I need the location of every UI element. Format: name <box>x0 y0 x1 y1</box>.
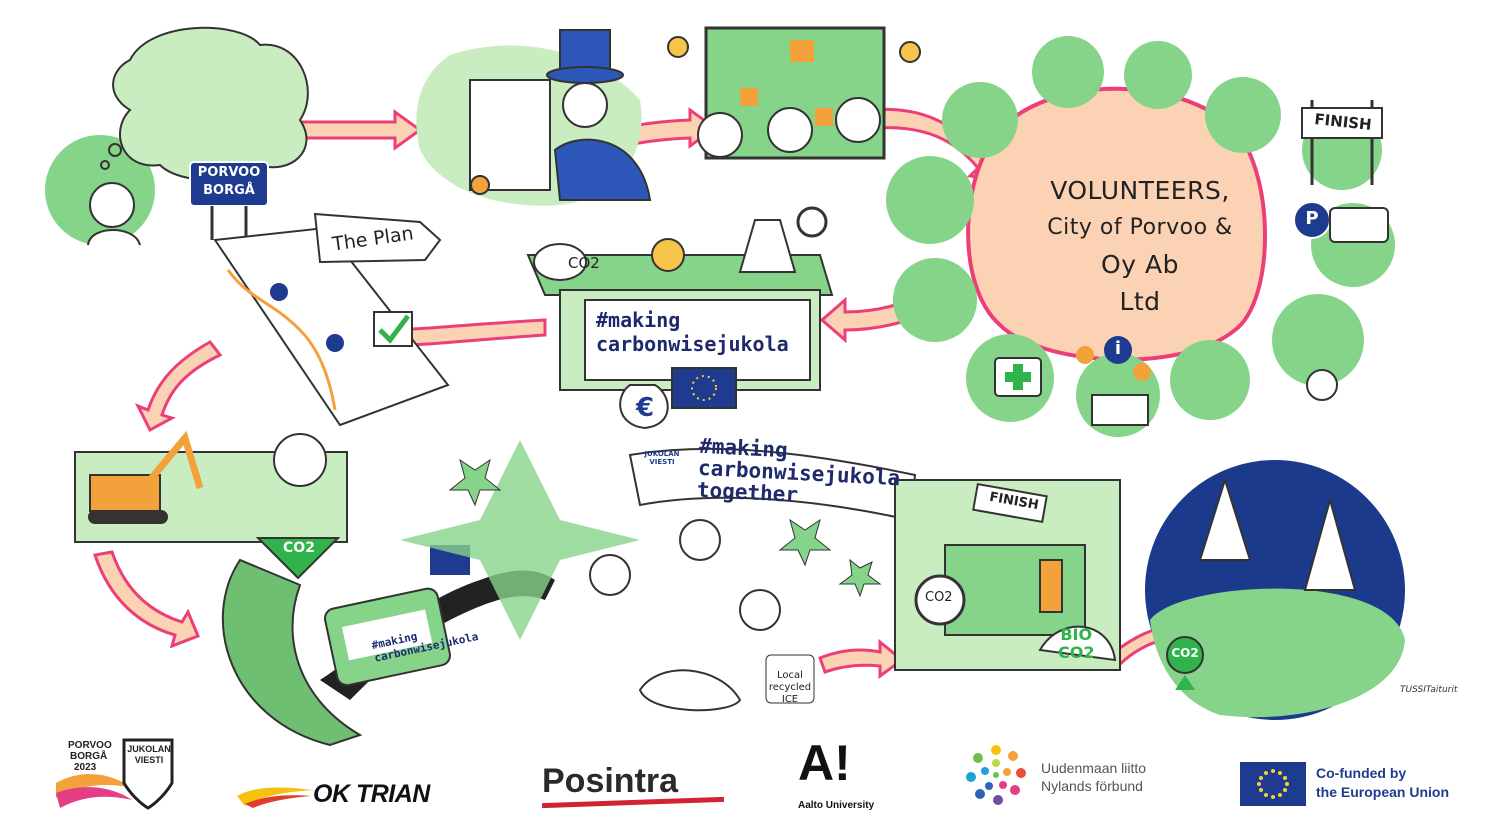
volunteers-line4: Ltd <box>1119 287 1161 316</box>
info-symbol: i <box>1114 338 1122 359</box>
volunteers-line3: Oy Ab <box>1101 250 1179 279</box>
uudenmaan-logo: Uudenmaan liitto Nylands förbund <box>965 742 1170 812</box>
porvoo-sign: PORVOO BORGÅ <box>190 164 268 200</box>
uudenmaan-rosette <box>966 745 1026 805</box>
porvoo-logo-badge1: JUKOLAN <box>127 744 171 754</box>
bio-label: BIO <box>1060 625 1093 644</box>
eu-line1: Co-funded by <box>1316 765 1407 781</box>
bio-co2-label: BIO CO2 <box>1058 626 1094 662</box>
porvoo-logo-year: 2023 <box>74 762 97 773</box>
ice-label-line1: Local <box>777 670 803 681</box>
euro-symbol: € <box>636 393 655 423</box>
porvoo-logo-line2: BORGÅ <box>70 751 108 762</box>
co2-label-stage: CO2 <box>568 254 600 272</box>
waste-sorting-scene <box>894 479 1121 671</box>
uudenmaan-line2: Nylands förbund <box>1041 778 1143 794</box>
co2-label-forest: CO2 <box>1171 646 1199 660</box>
porvoo-sign-line2: BORGÅ <box>203 183 255 198</box>
co2-label-construction: CO2 <box>283 540 315 556</box>
campaign-box-text: #making carbonwisejukola <box>596 308 789 356</box>
porvoo-sign-line1: PORVOO <box>197 165 261 180</box>
porvoo-jukola-logo: PORVOO BORGÅ 2023 JUKOLAN VIESTI <box>52 738 177 813</box>
ice-label-line3: ICE <box>781 694 799 705</box>
planning-thought-scene <box>45 26 309 246</box>
eu-line2: the European Union <box>1316 784 1449 800</box>
porvoo-logo-line1: PORVOO <box>68 740 112 751</box>
finish-post-top <box>1301 100 1383 185</box>
oktrian-swoosh <box>237 787 313 808</box>
ice-label-line2: recycled <box>768 682 812 693</box>
aalto-mark: A! <box>798 735 851 791</box>
porvoo-logo-graphic <box>56 738 174 810</box>
aalto-name: Aalto University <box>798 800 875 811</box>
posintra-logo: Posintra <box>540 762 730 809</box>
artist-signature: TUSSITaiturit <box>1400 685 1458 695</box>
carbonwise-stage <box>526 206 834 430</box>
parking-symbol: P <box>1305 208 1319 229</box>
info-podium-icon <box>1076 336 1151 426</box>
ice-label: Local recycled ICE <box>768 670 812 706</box>
eu-cofunded-logo: Co-funded by the European Union <box>1240 762 1470 808</box>
co2-label-magnifier: CO2 <box>925 590 953 605</box>
jukola-badge: JUKOLAN VIESTI <box>644 450 680 466</box>
bio-co2-sub: CO2 <box>1058 643 1095 662</box>
campaign-box-line2: carbonwisejukola <box>596 332 789 356</box>
eu-flag <box>1240 762 1306 806</box>
signing-scene <box>416 29 652 206</box>
first-aid-icon <box>994 357 1042 397</box>
megaphone-euro-icon <box>1306 369 1338 401</box>
transport-scene <box>221 545 555 747</box>
porvoo-logo-badge2: VIESTI <box>134 755 164 765</box>
parking-bus-icon <box>1293 201 1389 243</box>
posintra-text: Posintra <box>542 762 679 800</box>
volunteers-text: VOLUNTEERS, City of Porvoo & Oy Ab Ltd <box>1020 172 1260 320</box>
volunteer-task-icons <box>886 36 1395 437</box>
oktrian-text: OK TRIAN <box>313 780 430 808</box>
brainstorm-board-scene <box>667 26 921 160</box>
construction-scene <box>74 430 348 580</box>
aalto-logo: A! Aalto University <box>798 735 898 815</box>
eu-stars-icon <box>1257 769 1289 799</box>
volunteers-line1: VOLUNTEERS, <box>1050 176 1230 205</box>
oktrian-logo: OK TRIAN <box>235 780 465 810</box>
volunteers-line2: City of Porvoo & <box>1047 215 1233 240</box>
plan-map-scene <box>213 212 450 427</box>
campaign-banner-text: #making carbonwisejukola together <box>696 434 901 511</box>
campaign-box-line1: #making <box>596 308 681 332</box>
uudenmaan-line1: Uudenmaan liitto <box>1041 760 1147 776</box>
forest-night-scene <box>1145 460 1405 720</box>
race-scene <box>400 440 917 712</box>
